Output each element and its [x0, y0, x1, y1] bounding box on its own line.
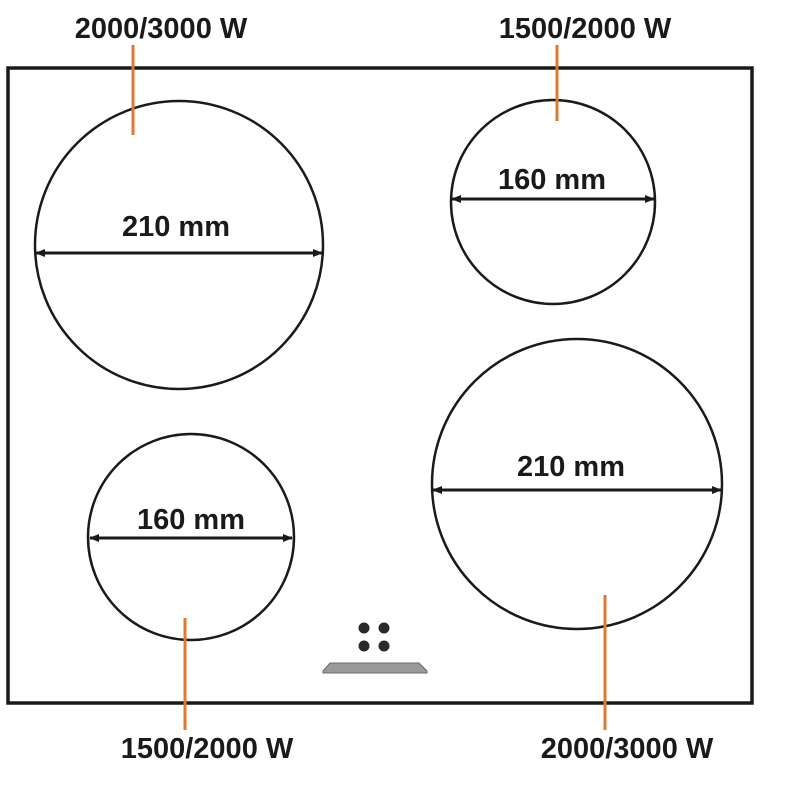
control-slider-bar: [322, 662, 428, 674]
zone-circle: [86, 432, 296, 642]
zone-circle: [449, 98, 657, 306]
control-dot-icon: [358, 622, 370, 634]
diameter-label: 160 mm: [137, 504, 245, 536]
diameter-label: 210 mm: [122, 211, 230, 243]
cooktop-outline: [6, 66, 754, 705]
control-dot-icon: [358, 640, 370, 652]
zone-bottom-left: 160 mm 1500/2000 W: [86, 432, 296, 765]
power-label: 2000/3000 W: [75, 13, 248, 45]
zone-top-left: 210 mm 2000/3000 W: [33, 13, 325, 391]
zone-circle: [33, 99, 325, 391]
power-label: 1500/2000 W: [121, 733, 294, 765]
diameter-label: 210 mm: [517, 451, 625, 483]
control-dot-icon: [378, 640, 390, 652]
power-label: 2000/3000 W: [541, 733, 714, 765]
zone-top-right: 160 mm 1500/2000 W: [449, 13, 672, 306]
zone-bottom-right: 210 mm 2000/3000 W: [430, 337, 724, 765]
diameter-label: 160 mm: [498, 164, 606, 196]
power-label: 1500/2000 W: [499, 13, 672, 45]
zone-circle: [430, 337, 724, 631]
control-panel: [322, 622, 428, 674]
control-dot-icon: [378, 622, 390, 634]
